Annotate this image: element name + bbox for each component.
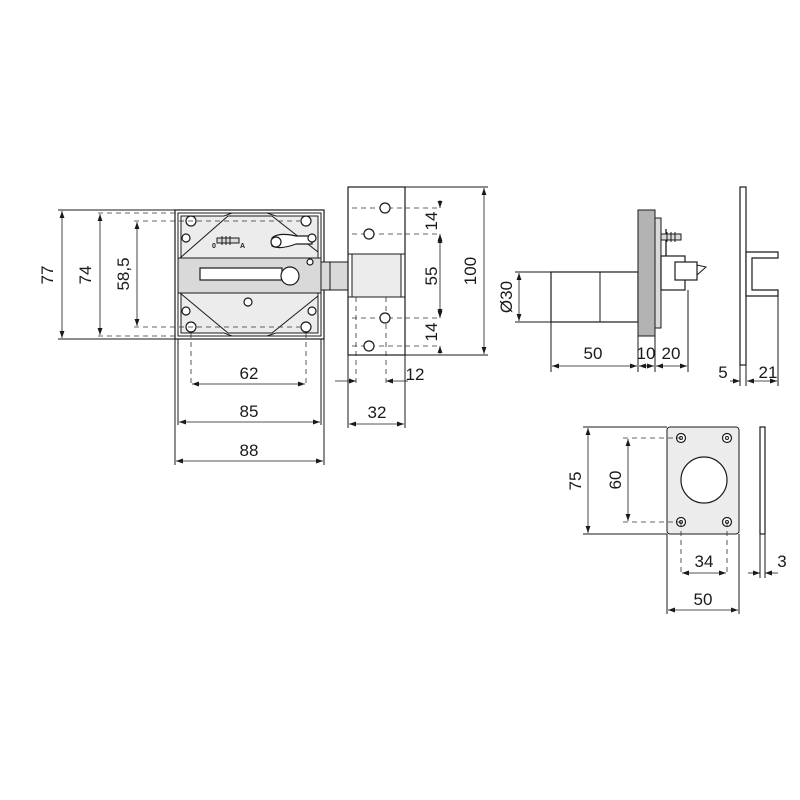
dim-height-holes: 58,5 xyxy=(114,257,133,290)
dim-cylinder-length: 50 xyxy=(584,344,603,363)
dim-cylinder-diameter: Ø30 xyxy=(497,281,516,313)
side-extension-lines xyxy=(515,271,689,372)
dim-width-outer: 88 xyxy=(240,441,259,460)
dim-height-outer: 77 xyxy=(38,266,57,285)
keeper-view xyxy=(347,186,406,383)
dim-rosette-thickness: 3 xyxy=(777,552,786,571)
profile-dimensions: 5 21 xyxy=(718,296,779,386)
keeper-dimensions: 14 55 14 100 12 32 xyxy=(335,188,487,427)
dim-rosette-height: 75 xyxy=(566,472,585,491)
rosette-dimensions: 75 60 34 50 3 xyxy=(566,428,787,613)
mark-right: A xyxy=(240,243,245,250)
dim-width-holes: 62 xyxy=(240,364,259,383)
keeper-extension-lines xyxy=(347,186,488,428)
dim-rosette-hole-horizontal: 34 xyxy=(695,552,714,571)
rosette-extension-lines xyxy=(583,426,766,614)
dim-bolt-projection: 20 xyxy=(662,344,681,363)
side-view xyxy=(550,209,708,337)
dim-keeper-bottom: 14 xyxy=(422,323,441,342)
lock-front-view: 0 A xyxy=(174,209,350,340)
dim-height-plate: 74 xyxy=(76,266,95,285)
profile-view xyxy=(739,186,779,366)
dim-keeper-spacing: 55 xyxy=(422,267,441,286)
dim-keeper-thickness: 12 xyxy=(406,365,425,384)
side-dimensions: Ø30 50 10 20 xyxy=(497,273,687,369)
dim-profile-thickness: 5 xyxy=(718,363,727,382)
dim-rosette-hole-vertical: 60 xyxy=(606,471,625,490)
dim-plate-thickness: 10 xyxy=(637,344,656,363)
dim-keeper-height: 100 xyxy=(461,257,480,285)
front-extension-lines xyxy=(58,209,325,465)
key-icon xyxy=(216,236,240,245)
dim-keeper-top: 14 xyxy=(422,212,441,231)
dim-profile-depth: 21 xyxy=(759,363,778,382)
front-dimensions: 77 74 58,5 62 85 88 xyxy=(38,211,323,464)
dim-rosette-width: 50 xyxy=(694,590,713,609)
dim-keeper-width: 32 xyxy=(368,403,387,422)
dim-width-plate: 85 xyxy=(240,402,259,421)
mark-left: 0 xyxy=(212,243,216,250)
rosette-view xyxy=(666,426,766,535)
